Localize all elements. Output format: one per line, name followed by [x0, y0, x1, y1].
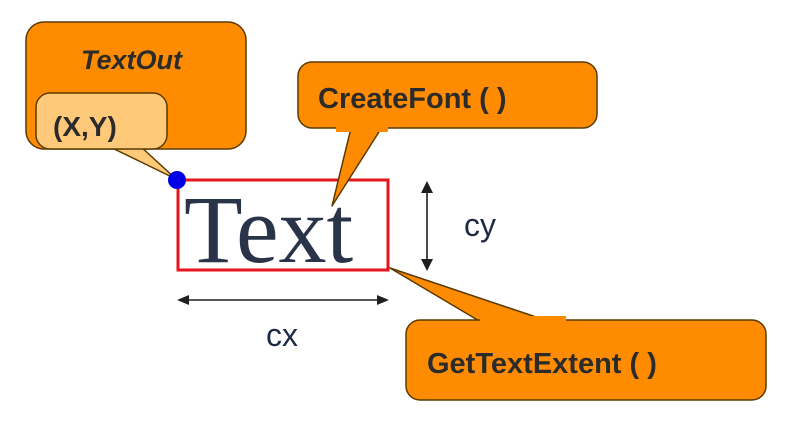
sample-text: Text	[184, 176, 354, 283]
gettextextent-pointer-joint	[480, 316, 566, 328]
textout-callout: TextOut (X,Y)	[25, 21, 247, 180]
xy-subcallout-box	[35, 92, 168, 150]
createfont-callout: CreateFont ( )	[297, 61, 598, 207]
createfont-pointer-joint	[336, 118, 388, 132]
height-arrow	[421, 181, 433, 271]
textout-pointer	[107, 145, 177, 180]
textout-label: TextOut	[81, 45, 183, 75]
createfont-pointer	[331, 123, 385, 207]
gettextextent-callout-box	[405, 319, 767, 401]
createfont-callout-box	[297, 61, 598, 129]
gettextextent-label: GetTextExtent ( )	[427, 348, 657, 380]
text-extent-box	[176, 178, 390, 272]
origin-dot	[168, 171, 186, 189]
gettextextent-callout: GetTextExtent ( )	[389, 267, 767, 401]
height-label: cy	[464, 207, 496, 243]
createfont-label: CreateFont ( )	[318, 83, 507, 115]
width-label: cx	[266, 317, 298, 353]
width-arrow	[177, 295, 389, 305]
xy-label: (X,Y)	[53, 111, 117, 142]
